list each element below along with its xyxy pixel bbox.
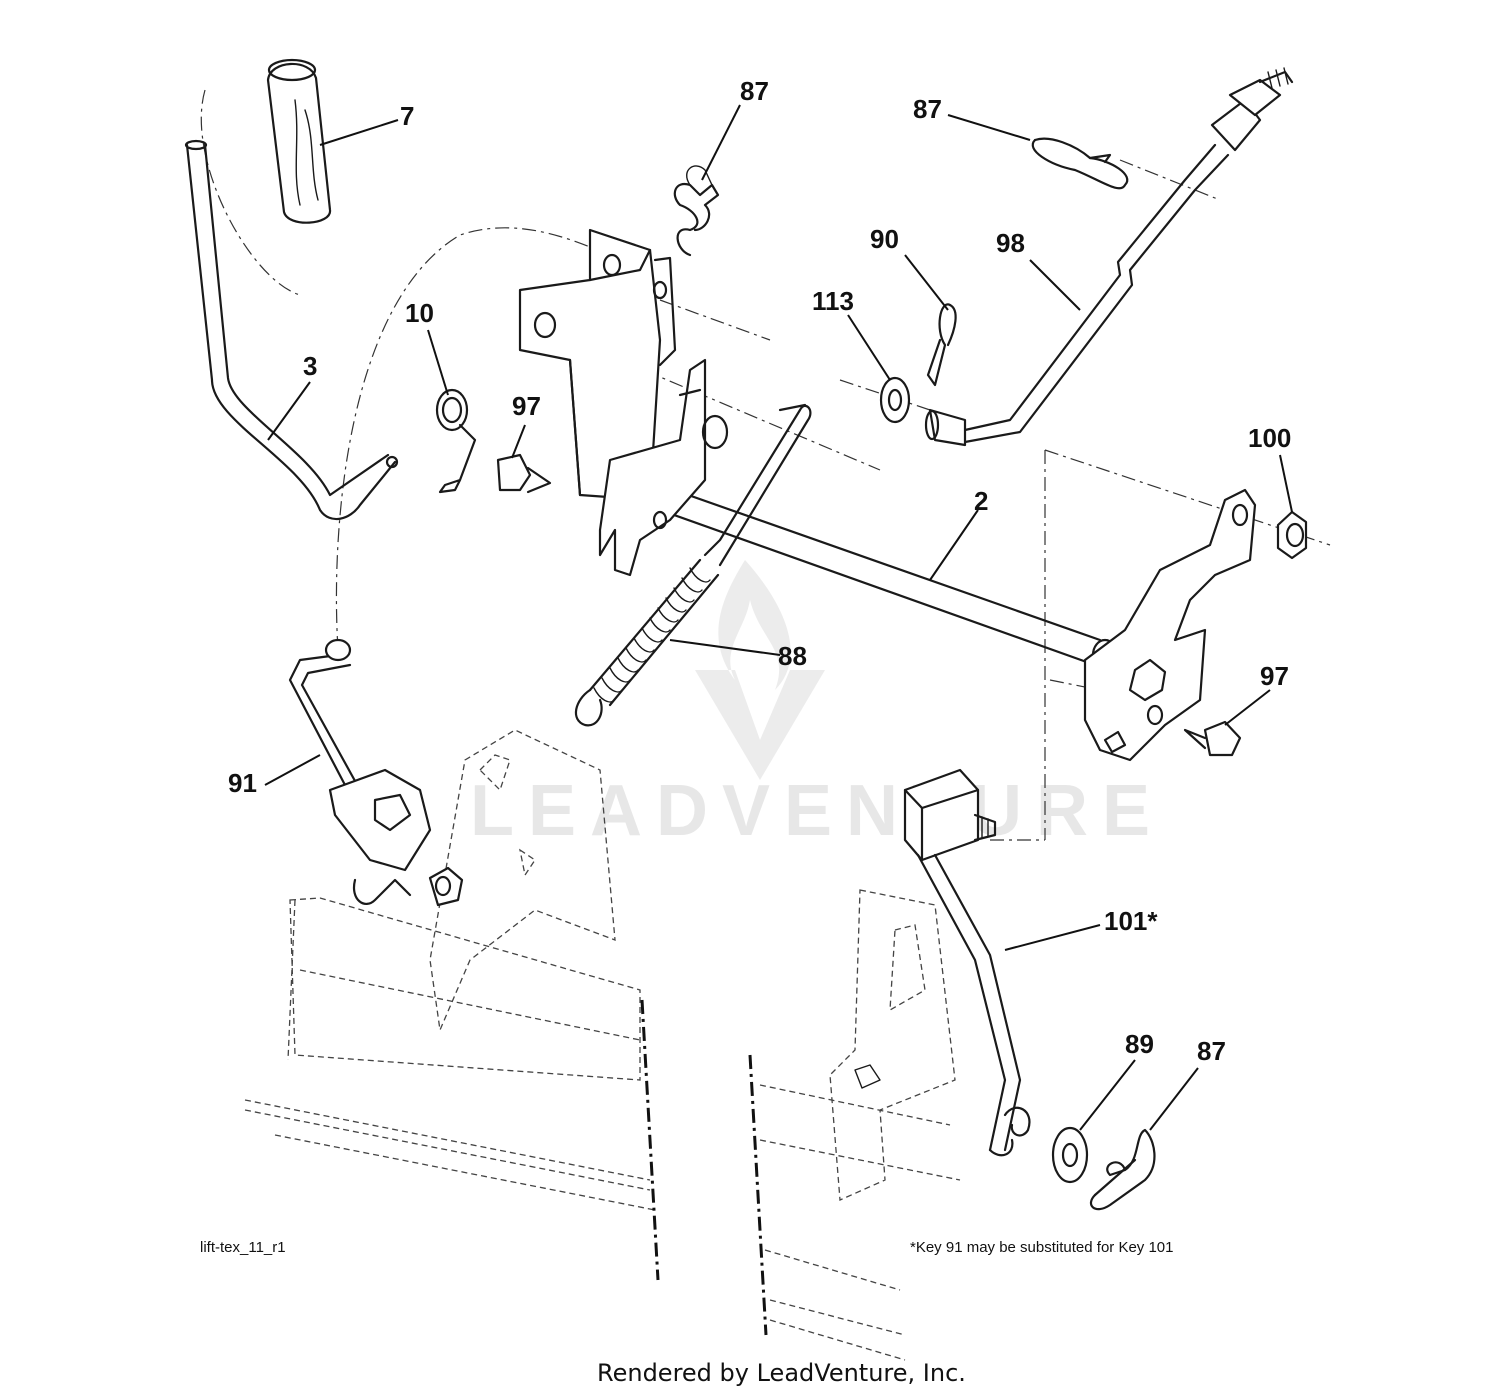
callout-3: 3 xyxy=(303,351,317,381)
part-100-nut xyxy=(1276,510,1308,560)
callout-2: 2 xyxy=(974,486,988,516)
pivot-bracket xyxy=(518,228,677,502)
callout-101: 101* xyxy=(1104,906,1158,936)
left-lift-arm xyxy=(598,358,729,577)
callout-98: 98 xyxy=(996,228,1025,258)
callout-87-bottom: 87 xyxy=(1197,1036,1226,1066)
callout-7: 7 xyxy=(400,101,414,131)
callout-10: 10 xyxy=(405,298,434,328)
part-113-washer xyxy=(879,376,911,424)
drawing-id: lift-tex_11_r1 xyxy=(200,1239,286,1256)
leader-lines xyxy=(264,104,1293,1131)
part-89-washer xyxy=(1051,1126,1089,1184)
part-87-clip-top xyxy=(673,165,720,257)
watermark: LEADVENTURE xyxy=(470,560,1164,851)
callout-91: 91 xyxy=(228,768,257,798)
part-90-hairpin xyxy=(926,303,957,387)
callout-100: 100 xyxy=(1248,423,1291,453)
part-7-handle-grip xyxy=(266,58,332,224)
chassis-outline xyxy=(200,89,1331,1361)
right-deck-bracket xyxy=(829,889,956,1201)
rendered-by-credit: Rendered by LeadVenture, Inc. xyxy=(597,1359,966,1387)
part-2-lift-shaft xyxy=(628,473,1119,672)
part-97-bolt-right xyxy=(1183,720,1242,757)
footnote: *Key 91 may be substituted for Key 101 xyxy=(910,1239,1174,1256)
callout-97-left: 97 xyxy=(512,391,541,421)
part-87-clip-bottom xyxy=(1089,1128,1156,1211)
callout-87-right: 87 xyxy=(913,94,942,124)
part-87-clip-right xyxy=(1031,137,1129,190)
callout-labels: 7 87 87 90 98 113 10 3 97 2 100 88 97 91… xyxy=(228,76,1291,1066)
part-10-torsion-spring xyxy=(435,388,477,494)
callout-89: 89 xyxy=(1125,1029,1154,1059)
watermark-text: LEADVENTURE xyxy=(470,771,1164,851)
left-deck-bracket xyxy=(429,729,616,1033)
callout-88: 88 xyxy=(778,641,807,671)
right-lift-arm xyxy=(1083,488,1257,762)
callout-113: 113 xyxy=(812,286,854,316)
part-3-lift-handle xyxy=(184,139,399,521)
callout-97-right: 97 xyxy=(1260,661,1289,691)
callout-90: 90 xyxy=(870,224,899,254)
watermark-flame-logo xyxy=(695,560,825,780)
callout-87-top: 87 xyxy=(740,76,769,106)
part-98-control-rod xyxy=(924,67,1294,447)
part-91-adjuster-rod xyxy=(288,638,464,907)
part-88-extension-spring xyxy=(574,403,812,727)
part-101-adjuster-rod xyxy=(903,768,1031,1157)
part-97-bolt-left xyxy=(496,453,552,494)
